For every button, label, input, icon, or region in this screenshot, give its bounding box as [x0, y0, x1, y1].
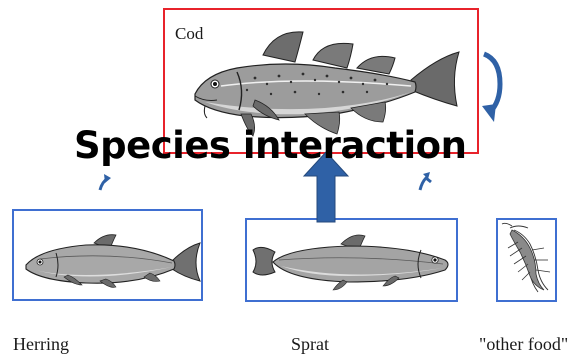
other-food-box [496, 218, 557, 302]
sprat-to-cod-arrow [302, 151, 350, 223]
herring-fish-illustration [25, 234, 201, 288]
cod-fish-illustration [194, 31, 460, 137]
herring-to-cod-arrow [98, 174, 111, 191]
sprat-fish-illustration [252, 234, 449, 291]
diagram-title: Species interaction [74, 124, 467, 167]
cod-label: Cod [175, 24, 204, 43]
other-food-caption: "other food" [479, 334, 569, 354]
cod-box: Cod [163, 8, 479, 154]
herring-box [12, 209, 203, 301]
other-food-to-cod-arrow [418, 172, 432, 191]
herring-caption: Herring [13, 334, 69, 354]
sprat-box [245, 218, 458, 302]
cod-cannibalism-arrow [482, 51, 503, 122]
sprat-caption: Sprat [291, 334, 329, 354]
crustacean-illustration [501, 222, 551, 293]
